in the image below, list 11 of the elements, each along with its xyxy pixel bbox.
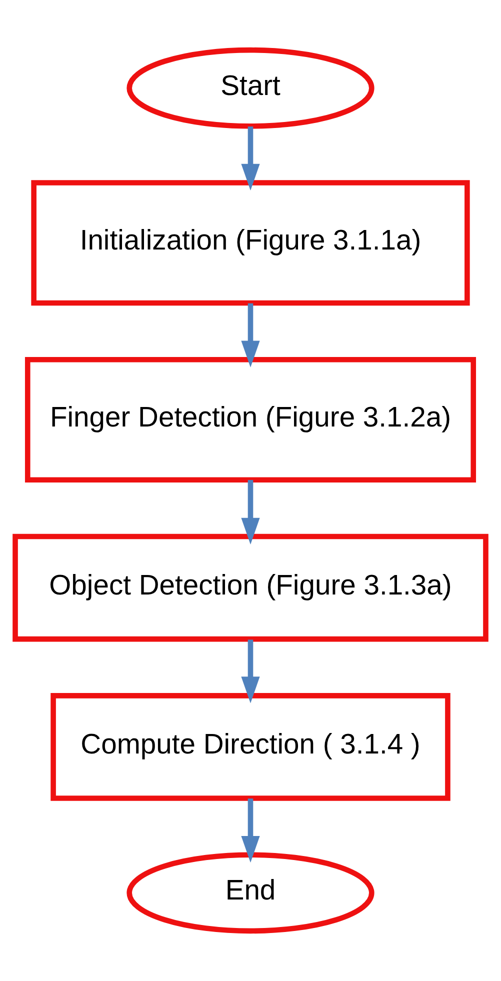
node-ellipse: Start [126,47,374,129]
arrow [241,126,260,190]
node-ellipse: End [126,852,374,934]
node-box: Finger Detection (Figure 3.1.2a) [24,356,476,483]
arrow [241,640,260,704]
arrow [241,480,260,544]
arrow [241,303,260,368]
node-box: Object Detection (Figure 3.1.3a) [12,534,488,642]
node-box: Initialization (Figure 3.1.1a) [31,180,470,306]
node-box: Compute Direction ( 3.1.4 ) [50,693,450,801]
arrow [241,798,260,863]
